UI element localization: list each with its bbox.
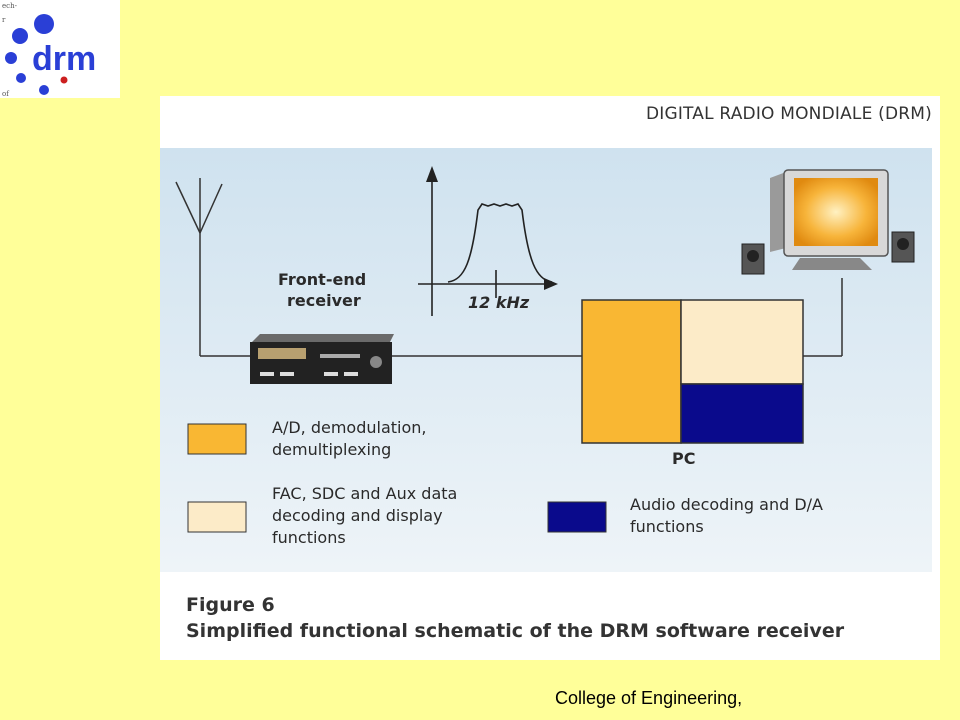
signal-lines (200, 278, 843, 357)
logo-side-text-2: r (2, 16, 6, 24)
legend-text-data-decoding-line1: FAC, SDC and Aux data (272, 484, 457, 503)
figure-caption: Figure 6 Simplified functional schematic… (186, 592, 844, 644)
legend-text-audio-decoding-line1: Audio decoding and D/A (630, 495, 823, 514)
frontend-label-line1: Front-end (278, 270, 366, 289)
legend-swatch-data-decoding (187, 501, 247, 533)
legend-text-demodulation-line2: demultiplexing (272, 440, 391, 459)
drm-logo: ech- r of drm (0, 0, 120, 98)
legend-text-data-decoding-line2: decoding and display (272, 506, 443, 525)
footer-text: College of Engineering, (555, 688, 743, 708)
figure-header: DIGITAL RADIO MONDIALE (DRM) (645, 104, 932, 124)
legend: A/D, demodulation, demultiplexing FAC, S… (187, 418, 823, 547)
speaker-left-icon (741, 243, 765, 275)
front-end-receiver-icon (250, 334, 394, 384)
schematic-diagram: Front-end receiver 12 kHz PC (160, 148, 932, 572)
legend-text-audio-decoding-line2: functions (630, 517, 704, 536)
pc-data-decoding-block (680, 299, 804, 385)
figure-panel: DIGITAL RADIO MONDIALE (DRM) (160, 96, 940, 660)
logo-side-text-1: ech- (2, 2, 18, 10)
drm-logo-graphic: ech- r of drm (2, 2, 96, 98)
legend-text-demodulation-line1: A/D, demodulation, (272, 418, 426, 437)
pc-label: PC (672, 449, 695, 468)
speaker-right-icon (891, 231, 915, 263)
pc-audio-decoding-block (680, 383, 804, 444)
figure-number: Figure 6 (186, 594, 275, 616)
legend-swatch-audio-decoding (547, 501, 607, 533)
spectrum-bandwidth-label: 12 kHz (468, 293, 530, 312)
logo-side-text-3: of (2, 90, 10, 98)
pc-demodulation-block (581, 299, 682, 444)
pc-block (581, 299, 804, 444)
spectrum-plot (418, 166, 558, 316)
figure-caption-text: Simplified functional schematic of the D… (186, 620, 845, 642)
legend-swatch-demodulation (187, 423, 247, 455)
logo-text: drm (32, 40, 96, 78)
monitor-icon (770, 169, 889, 270)
legend-text-data-decoding-line3: functions (272, 528, 346, 547)
antenna-icon (175, 178, 223, 356)
frontend-label-line2: receiver (287, 291, 361, 310)
